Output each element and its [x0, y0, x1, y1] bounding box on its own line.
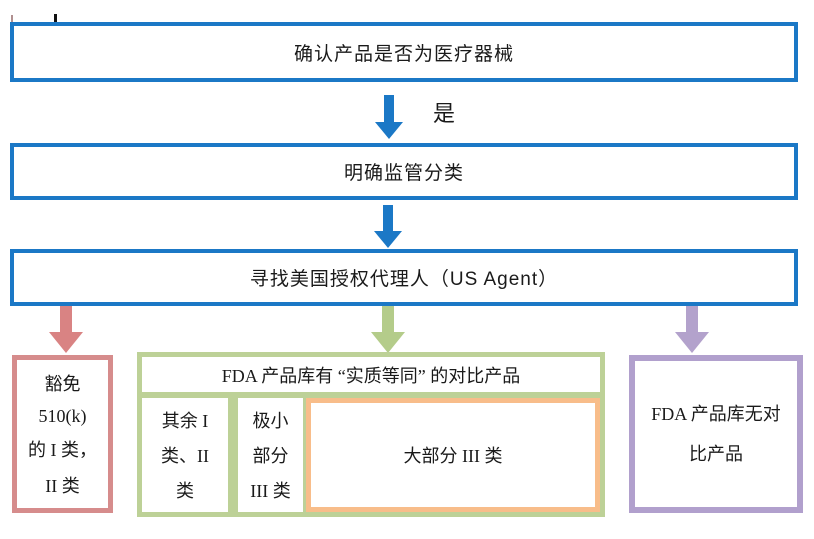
cell-rest-line: 其余 I	[161, 411, 209, 431]
step-us-agent-label: 寻找美国授权代理人（US Agent）	[249, 269, 559, 290]
arrow-shaft	[60, 306, 72, 332]
flow-step-us-agent: 寻找美国授权代理人（US Agent）	[10, 249, 798, 306]
arrow-shaft	[382, 306, 394, 332]
arrow-head	[375, 122, 403, 139]
cell-tiny-line: 部分	[252, 446, 289, 466]
cell-tiny-line: 极小	[252, 411, 289, 431]
arrow-head	[49, 332, 83, 353]
arrow-head	[374, 231, 402, 248]
cell-rest-line: 类、II	[161, 446, 209, 466]
equivalence-row: 其余 I 类、II 类 极小 部分 III 类 大部分 III 类	[142, 398, 600, 512]
flow-step-confirm-device: 确认产品是否为医疗器械	[10, 22, 798, 82]
exempt-line: 510(k)	[38, 405, 87, 426]
exempt-line: II 类	[45, 476, 80, 497]
cell-tiny-line: III 类	[250, 481, 291, 501]
cell-rest-line: 类	[176, 481, 194, 501]
down-arrow-icon	[375, 95, 403, 139]
down-arrow-icon	[371, 306, 405, 353]
equivalence-header: FDA 产品库有 “实质等同” 的对比产品	[142, 357, 600, 392]
cell-most-label: 大部分 III 类	[403, 446, 503, 466]
exempt-line: 的 I 类，	[28, 440, 97, 461]
step-confirm-device-label: 确认产品是否为医疗器械	[293, 43, 514, 65]
down-arrow-icon	[49, 306, 83, 353]
flow-step-classification: 明确监管分类	[10, 143, 798, 200]
cell-rest-class-1-2: 其余 I 类、II 类	[142, 398, 228, 512]
no-predicate-line: FDA 产品库无对	[651, 404, 781, 424]
no-predicate-line: 比产品	[689, 444, 743, 464]
exempt-line: 豁免	[44, 373, 81, 394]
step-classification-label: 明确监管分类	[343, 163, 464, 184]
arrow-shaft	[383, 205, 393, 231]
stray-mark	[11, 15, 13, 25]
arrow-shaft	[686, 306, 698, 332]
outcome-510k-exempt-box: 豁免 510(k) 的 I 类， II 类	[12, 355, 113, 513]
down-arrow-icon	[675, 306, 709, 353]
cell-tiny-part-class-3: 极小 部分 III 类	[238, 398, 303, 512]
cursor-artifact	[54, 14, 57, 25]
yes-label: 是	[433, 101, 456, 126]
outcome-substantial-equivalence-box: FDA 产品库有 “实质等同” 的对比产品 其余 I 类、II 类 极小 部分 …	[137, 352, 605, 517]
arrow-head	[675, 332, 709, 353]
arrow-head	[371, 332, 405, 353]
outcome-no-predicate-box: FDA 产品库无对 比产品	[629, 355, 803, 513]
down-arrow-icon	[374, 205, 402, 248]
arrow-shaft	[384, 95, 394, 122]
cell-most-class-3: 大部分 III 类	[306, 398, 600, 512]
